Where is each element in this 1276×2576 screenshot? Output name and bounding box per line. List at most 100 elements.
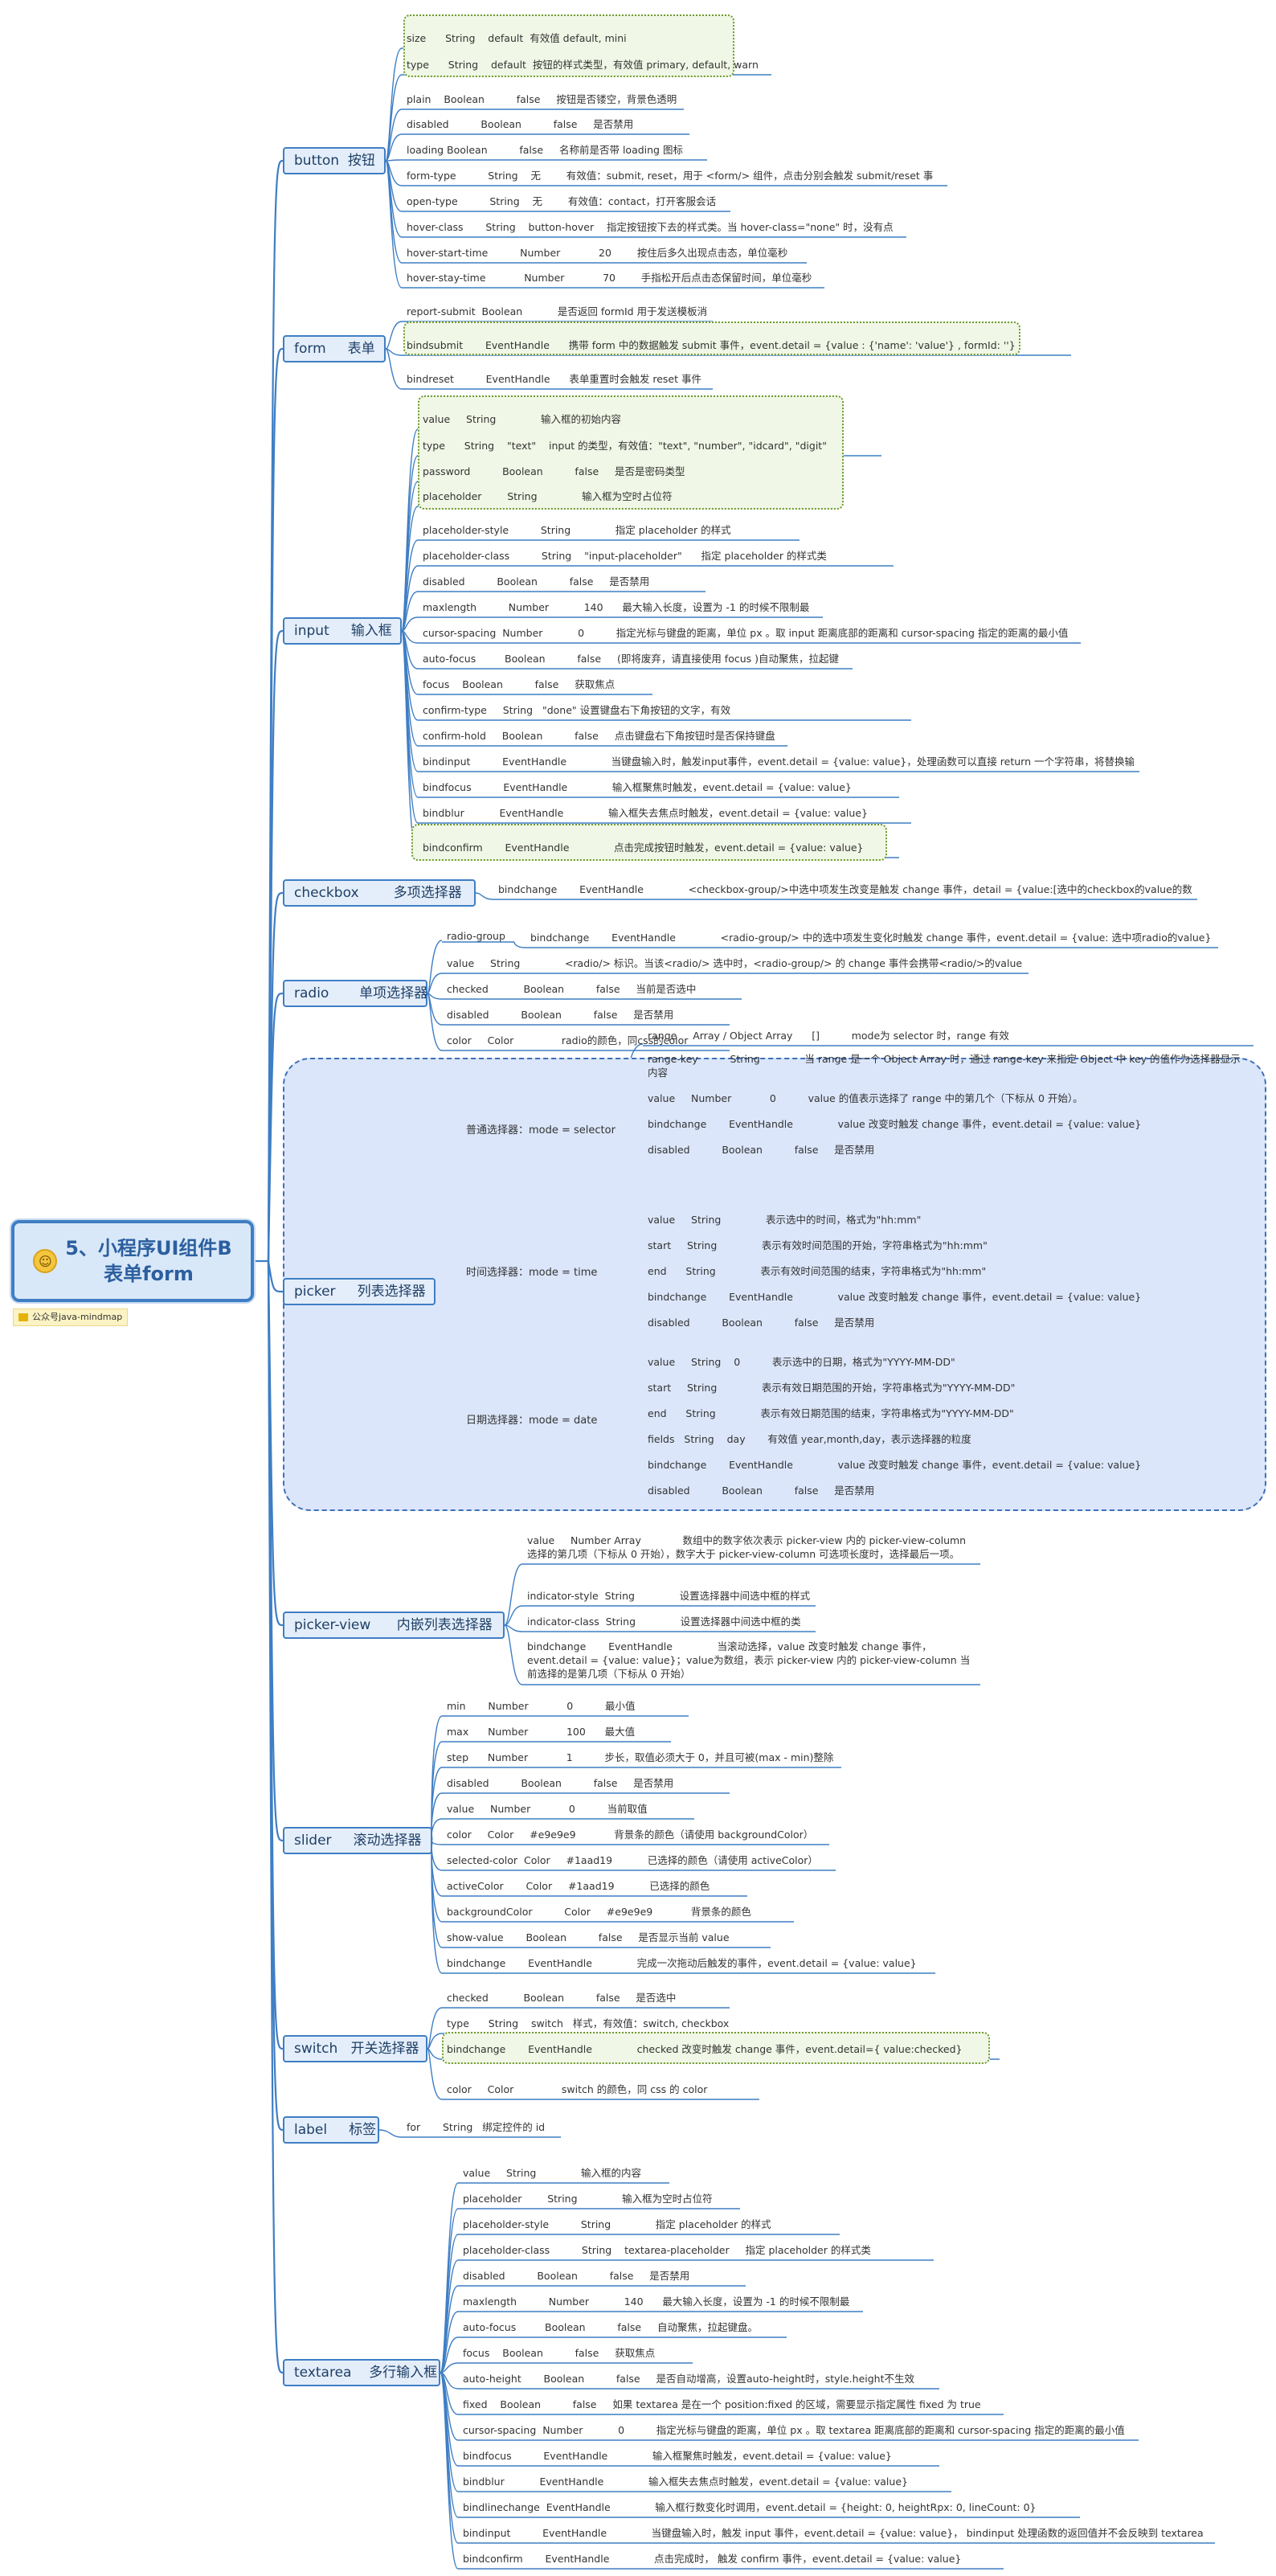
picker-leaf: end String 表示有效时间范围的结束，字符串格式为"hh:mm" — [648, 1265, 987, 1277]
category-connector — [267, 347, 284, 1262]
leaf-4-1: value String <radio/> 标识。当该<radio/> 选中时，… — [447, 957, 1023, 969]
leaf-connector — [513, 941, 526, 948]
leaf-10-7: focus Boolean false 获取焦点 — [463, 2347, 656, 2359]
picker-mode-0: 普通选择器：mode = selector — [466, 1124, 616, 1136]
leaf-1-2: bindreset EventHandle 表单重置时会触发 reset 事件 — [407, 373, 701, 385]
leaf-connector — [427, 2007, 443, 2050]
leaf-connector — [385, 348, 403, 390]
leaf-6-2: indicator-class String 设置选择器中间选中框的类名 — [527, 1616, 801, 1630]
leaf-connector — [378, 2129, 403, 2138]
leaf-10-14: bindinput EventHandle 当键盘输入时，触发 input 事件… — [463, 2527, 1204, 2541]
boundary — [411, 824, 887, 861]
leaf-0-6: open-type String 无 有效值：contact，打开客服会话 — [407, 195, 717, 207]
leaf-4-0: bindchange EventHandle <radio-group/> 中的… — [530, 932, 1212, 944]
leaf-2-7: maxlength Number 140 最大输入长度，设置为 -1 的时候不限… — [423, 601, 810, 616]
leaf-0-5: form-type String 无 有效值：submit, reset，用于 … — [407, 170, 934, 184]
leaf-connector — [440, 2336, 459, 2373]
category-8: switch 开关选择器 — [283, 2035, 427, 2062]
leaf-4-2: checked Boolean false 当前是否选中 — [447, 983, 697, 995]
category-6: picker-view 内嵌列表选择器 — [283, 1612, 505, 1639]
leaf-0-9: hover-stay-time Number 70 手指松开后点击态保留时间，单… — [407, 272, 812, 284]
category-connector — [267, 1260, 284, 1293]
leaf-10-13: bindlinechange EventHandle 输入框行数变化时调用，ev… — [463, 2501, 1037, 2513]
leaf-0-3: disabled Boolean false 是否禁用 — [407, 118, 634, 130]
picker-leaf: disabled Boolean false 是否禁用 — [648, 1144, 875, 1156]
leaf-connector — [385, 159, 403, 162]
picker-leaf: start String 表示有效时间范围的开始，字符串格式为"hh:mm" — [648, 1239, 988, 1251]
leaf-connector — [385, 160, 403, 289]
leaf-0-4: loading Boolean false 名称前是否带 loading 图标 — [407, 144, 683, 156]
leaf-10-4: disabled Boolean false 是否禁用 — [463, 2270, 690, 2282]
leaf-10-1: placeholder String 输入框为空时占位符 — [463, 2193, 713, 2205]
picker-leaf: value String 0 表示选中的日期，格式为"YYYY-MM-DD" — [648, 1356, 955, 1368]
leaf-2-6: disabled Boolean false 是否禁用 — [423, 575, 650, 588]
leaf-10-15: bindconfirm EventHandle 点击完成时， 触发 confir… — [463, 2553, 962, 2565]
leaf-6-3: bindchange EventHandle 当滚动选择，value 改变时触发… — [527, 1640, 971, 1680]
leaf-8-3: color Color switch 的颜色，同 css 的 color — [447, 2083, 708, 2095]
picker-mode-1: 时间选择器：mode = time — [466, 1267, 598, 1279]
leaf-9-0: for String 绑定控件的 id — [407, 2121, 546, 2133]
category-2: input 输入框 — [283, 617, 402, 645]
leaf-2-1: type String "text" input 的类型，有效值："text",… — [423, 440, 827, 452]
leaf-2-9: auto-focus Boolean false (即将废弃，请直接使用 foc… — [423, 653, 840, 667]
category-connector — [267, 992, 284, 1262]
leaf-7-1: max Number 100 最大值 — [447, 1726, 636, 1738]
leaf-0-8: hover-start-time Number 20 按住后多久出现点击态，单位… — [407, 247, 788, 259]
leaf-7-10: bindchange EventHandle 完成一次拖动后触发的事件，even… — [447, 1957, 917, 1969]
category-connector — [267, 1260, 284, 2374]
leaf-connector — [427, 993, 443, 1051]
root-tag: 公众号java-mindmap — [13, 1308, 129, 1326]
picker-leaf: value String 表示选中的时间，格式为"hh:mm" — [648, 1214, 922, 1226]
category-9: label 标签 — [283, 2116, 379, 2144]
leaf-connector — [427, 973, 443, 994]
leaf-connector — [440, 2372, 459, 2570]
root-topic: ☺5、小程序UI组件B 表单form — [11, 1220, 254, 1302]
leaf-7-3: disabled Boolean false 是否禁用 — [447, 1777, 674, 1789]
leaf-7-6: selected-color Color #1aad19 已选择的颜色（请使用 … — [447, 1854, 818, 1866]
leaf-1-0: report-submit Boolean 是否返回 formId 用于发送模板… — [407, 305, 708, 320]
leaf-0-2: plain Boolean false 按钮是否镂空，背景色透明 — [407, 93, 677, 105]
leaf-connector — [385, 321, 403, 350]
leaf-2-10: focus Boolean false 获取焦点 — [423, 678, 616, 690]
leaf-0-0: size String default 有效值 default, mini — [407, 32, 627, 44]
leaf-2-13: bindinput EventHandle 当键盘输入时，触发input事件，e… — [423, 756, 1135, 770]
leaf-connector — [385, 74, 403, 162]
leaf-10-6: auto-focus Boolean false 自动聚焦，拉起键盘。 — [463, 2321, 758, 2333]
leaf-2-8: cursor-spacing Number 0 指定光标与键盘的距离，单位 px… — [423, 627, 1069, 641]
picker-leaf: start String 表示有效日期范围的开始，字符串格式为"YYYY-MM-… — [648, 1382, 1016, 1394]
picker-boundary — [283, 1058, 1266, 1511]
leaf-2-16: bindconfirm EventHandle 点击完成按钮时触发，event.… — [423, 842, 864, 854]
leaf-2-0: value String 输入框的初始内容 — [423, 413, 621, 425]
category-4: radio 单项选择器 — [283, 980, 427, 1007]
category-7: slider 滚动选择器 — [283, 1827, 432, 1854]
boundary — [403, 14, 734, 77]
picker-leaf: bindchange EventHandle value 改变时触发 chang… — [648, 1459, 1142, 1471]
boundary — [418, 395, 844, 510]
leaf-10-9: fixed Boolean false 如果 textarea 是在一个 pos… — [463, 2398, 981, 2410]
leaf-2-11: confirm-type String "done" 设置键盘右下角按钮的文字，… — [423, 704, 731, 719]
picker-leaf: range-key String 当 range 是一个 Object Arra… — [648, 1053, 1241, 1079]
radio-group-label: radio-group — [447, 930, 505, 942]
leaf-4-3: disabled Boolean false 是否禁用 — [447, 1009, 674, 1021]
leaf-8-0: checked Boolean false 是否选中 — [447, 1992, 677, 2004]
leaf-connector — [427, 2033, 443, 2050]
leaf-3-0: bindchange EventHandle <checkbox-group/>… — [498, 883, 1192, 898]
leaf-0-1: type String default 按钮的样式类型，有效值 primary,… — [407, 59, 759, 71]
category-0: button 按钮 — [283, 147, 386, 174]
leaf-connector — [427, 2048, 443, 2100]
leaf-7-8: backgroundColor Color #e9e9e9 背景条的颜色 — [447, 1906, 751, 1918]
leaf-7-0: min Number 0 最小值 — [447, 1700, 636, 1712]
category-5: picker 列表选择器 — [283, 1278, 436, 1305]
leaf-connector — [427, 940, 443, 994]
boundary — [403, 321, 1020, 355]
category-connector — [267, 629, 284, 1262]
picker-leaf: end String 表示有效日期范围的结束，字符串格式为"YYYY-MM-DD… — [648, 1407, 1014, 1419]
category-3: checkbox 多项选择器 — [283, 879, 476, 907]
boundary — [442, 2032, 990, 2064]
leaf-connector — [504, 1605, 523, 1626]
leaf-connector — [475, 892, 494, 900]
leaf-connector — [385, 47, 403, 162]
leaf-connector — [401, 616, 419, 632]
leaf-connector — [431, 1840, 443, 1845]
leaf-connector — [504, 1624, 523, 1632]
